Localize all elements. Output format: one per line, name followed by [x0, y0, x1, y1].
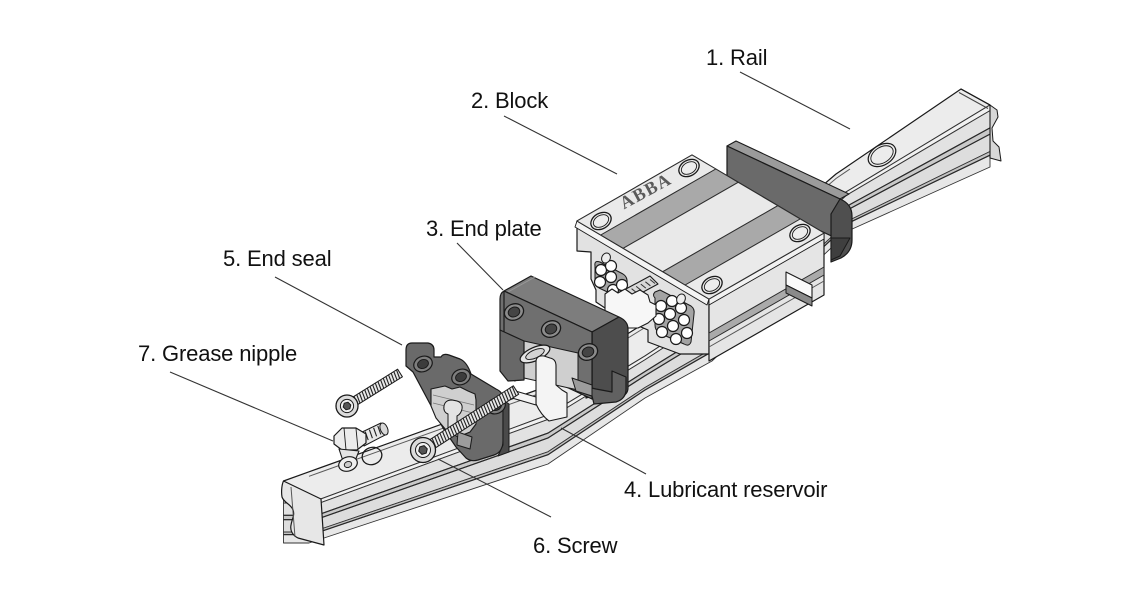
svg-text:5. End seal: 5. End seal: [223, 246, 331, 271]
svg-text:2. Block: 2. Block: [471, 88, 549, 113]
svg-text:4. Lubricant reservoir: 4. Lubricant reservoir: [624, 477, 827, 502]
svg-text:7. Grease nipple: 7. Grease nipple: [138, 341, 297, 366]
svg-text:6. Screw: 6. Screw: [533, 533, 618, 558]
svg-text:3. End plate: 3. End plate: [426, 216, 542, 241]
svg-text:1. Rail: 1. Rail: [706, 45, 767, 70]
